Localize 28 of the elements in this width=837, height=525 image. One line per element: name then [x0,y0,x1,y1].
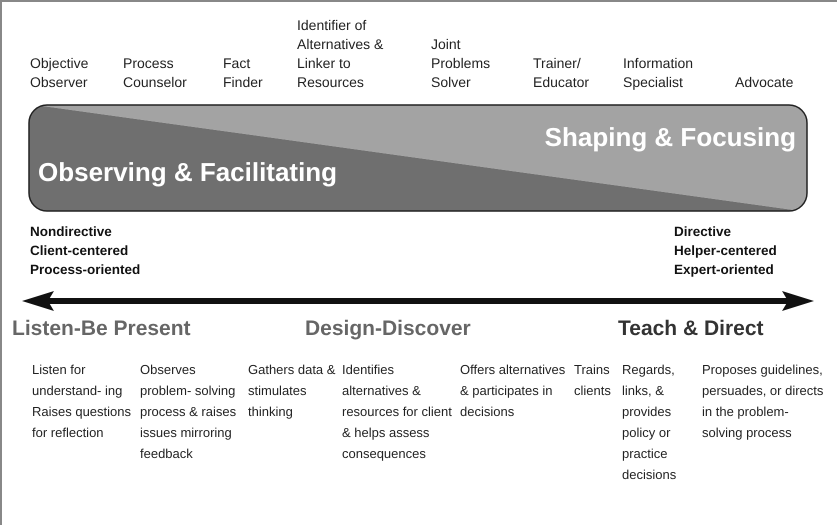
bar-title: Observing & Facilitating [38,156,338,188]
pole-label: Directive [674,223,732,241]
stage-description: Regards, links, & provides policy or practice decisions [622,361,678,484]
stage-description: Identifies alternatives & resources for client & helps assess consequences [342,361,453,463]
stage-heading: Design-Discover [305,316,471,342]
bar-title: Shaping & Focusing [544,121,796,153]
pole-label: Nondirective [30,223,112,241]
stage-heading: Listen-Be Present [12,316,191,342]
role-label: Fact Finder [223,54,264,92]
stage-heading: Teach & Direct [618,316,764,342]
gradient-bar [28,104,808,212]
stage-description: Offers alternatives & participates in decisions [460,361,566,421]
role-label: Identifier of Alternatives & Linker to Resources [297,16,384,92]
pole-label: Helper-centered [674,242,777,260]
role-label: Trainer/ Educator [533,54,590,92]
role-label: Joint Problems Solver [431,35,492,92]
pole-label: Process-oriented [30,261,140,279]
role-label: Advocate [735,73,794,92]
stage-description: Listen for understand- ing Raises questions for reflection [32,361,132,442]
role-label: Objective Observer [30,54,90,92]
role-label: Process Counselor [123,54,188,92]
role-label: Information Specialist [623,54,694,92]
stage-description: Proposes guidelines, persuades, or directs in the problem- solving process [702,361,824,442]
pole-label: Client-centered [30,242,128,260]
stage-description: Trains clients [574,361,612,400]
stage-description: Gathers data & stimulates thinking [248,361,336,421]
stage-description: Observes problem- solving process & raises issues mirroring feedback [140,361,238,463]
pole-label: Expert-oriented [674,261,774,279]
